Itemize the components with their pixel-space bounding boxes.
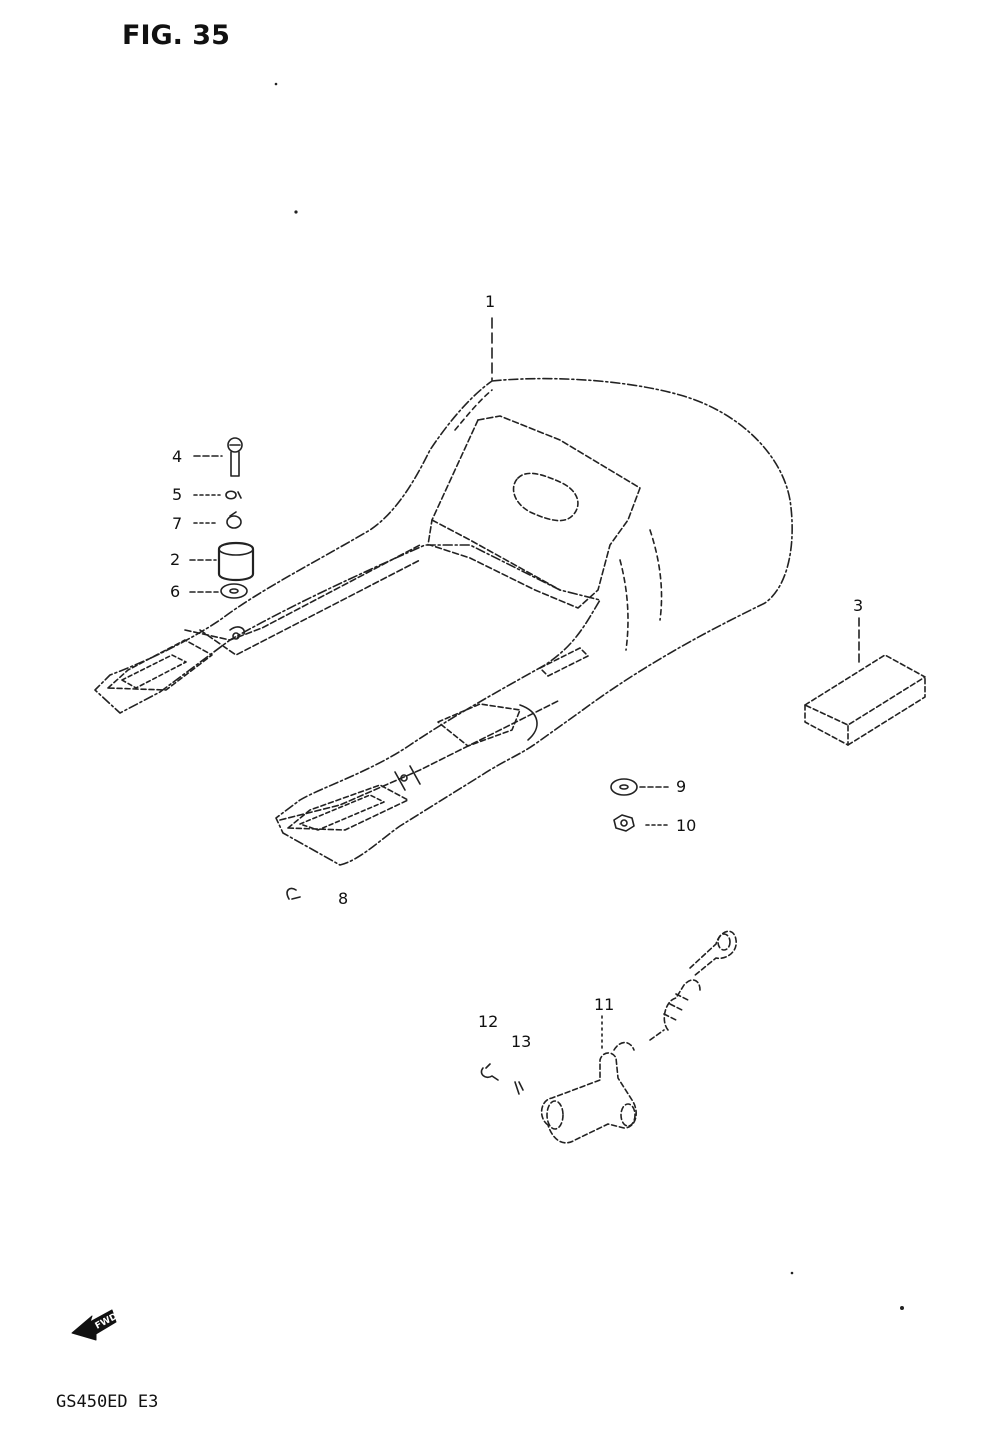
clip-part-8 xyxy=(286,887,301,900)
scan-specks xyxy=(274,82,904,1310)
callout-2: 2 xyxy=(170,550,181,569)
washer-part-6 xyxy=(189,583,248,599)
callout-1: 1 xyxy=(485,292,496,311)
callout-3: 3 xyxy=(853,596,864,615)
callout-12: 12 xyxy=(478,1012,499,1031)
callout-5: 5 xyxy=(172,485,183,504)
collar-part-7 xyxy=(193,511,242,529)
foam-block-part-3 xyxy=(804,617,926,746)
cushion-part-2 xyxy=(189,541,255,582)
callout-8: 8 xyxy=(338,889,349,908)
washer-part-5 xyxy=(193,490,242,500)
fwd-arrow-icon: FWD xyxy=(71,1309,119,1341)
callout-7: 7 xyxy=(172,514,183,533)
callout-13: 13 xyxy=(511,1032,532,1051)
washer-part-9 xyxy=(610,778,669,796)
callout-9: 9 xyxy=(676,777,687,796)
washer-part-13 xyxy=(514,1081,524,1095)
callout-4: 4 xyxy=(172,447,183,466)
seat-tail-cover-part-1 xyxy=(94,377,793,866)
callout-11: 11 xyxy=(594,995,615,1014)
bolt-part-4 xyxy=(193,437,243,477)
model-code: GS450ED E3 xyxy=(56,1392,159,1412)
nut-part-10 xyxy=(613,814,669,832)
callout-10: 10 xyxy=(676,816,697,835)
callout-6: 6 xyxy=(170,582,181,601)
screw-part-12 xyxy=(480,1063,499,1081)
helmet-holder-part-11 xyxy=(540,930,737,1144)
figure-title: FIG. 35 xyxy=(122,20,230,51)
